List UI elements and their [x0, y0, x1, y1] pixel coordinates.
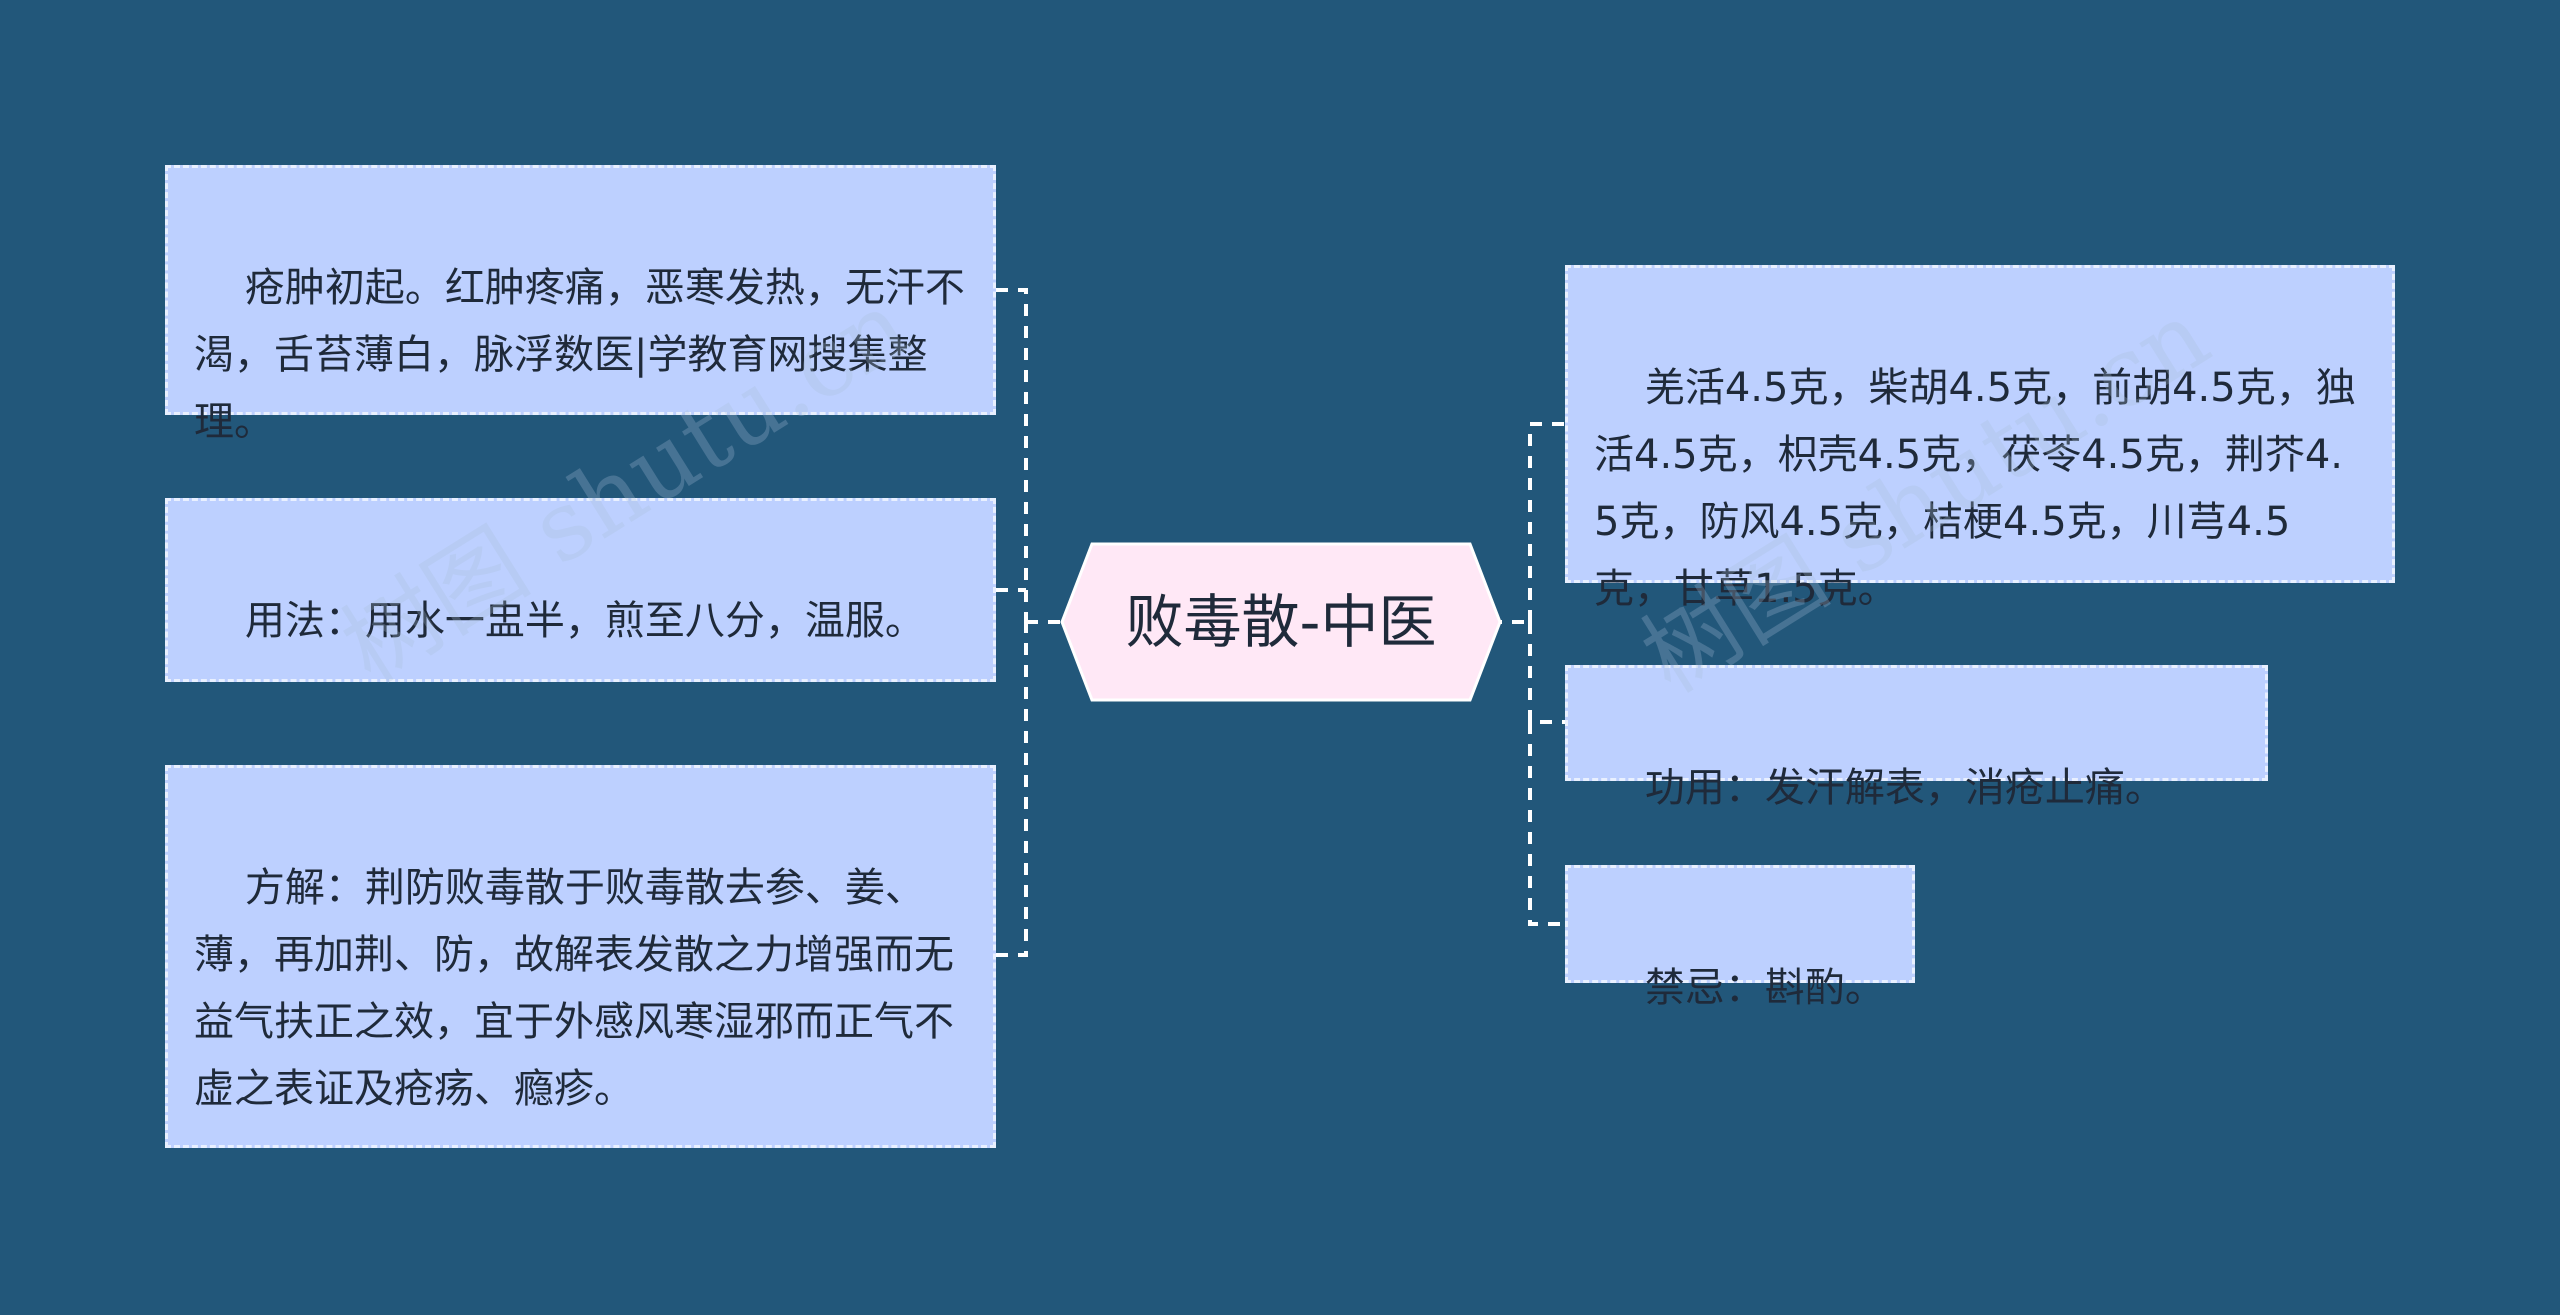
connector-left-node-1	[996, 288, 1028, 622]
left-node-formula-explanation[interactable]: 方解：荆防败毒散于败毒散去参、姜、薄，再加荆、防，故解表发散之力增强而无益气扶正…	[165, 765, 996, 1148]
left-node-symptoms[interactable]: 疮肿初起。红肿疼痛，恶寒发热，无汗不渴，舌苔薄白，脉浮数医|学教育网搜集整理。	[165, 165, 996, 445]
central-node-shape	[1060, 542, 1502, 702]
left-node-formula-explanation-text: 方解：荆防败毒散于败毒散去参、姜、薄，再加荆、防，故解表发散之力增强而无益气扶正…	[194, 865, 954, 1112]
right-node-ingredients-text: 羌活4.5克，柴胡4.5克，前胡4.5克，独活4.5克，枳壳4.5克，茯苓4.5…	[1594, 365, 2356, 612]
right-node-function-text: 功用：发汗解表，消疮止痛。	[1644, 765, 2165, 811]
right-node-contraindication-text: 禁忌：斟酌。	[1644, 965, 1885, 1011]
connector-right-node-3	[1528, 722, 1565, 926]
left-node-usage-text: 用法：用水一盅半，煎至八分，温服。	[244, 598, 925, 644]
connector-left-node-3	[996, 622, 1028, 957]
central-node-label: 败毒散-中医	[1126, 588, 1437, 656]
connector-right-node-1	[1528, 422, 1565, 622]
left-node-usage[interactable]: 用法：用水一盅半，煎至八分，温服。	[165, 498, 996, 682]
right-node-ingredients[interactable]: 羌活4.5克，柴胡4.5克，前胡4.5克，独活4.5克，枳壳4.5克，茯苓4.5…	[1565, 265, 2395, 612]
central-node[interactable]: 败毒散-中医	[1060, 542, 1502, 702]
right-node-function[interactable]: 功用：发汗解表，消疮止痛。	[1565, 665, 2268, 811]
right-node-contraindication[interactable]: 禁忌：斟酌。	[1565, 865, 1915, 1011]
left-node-symptoms-text: 疮肿初起。红肿疼痛，恶寒发热，无汗不渴，舌苔薄白，脉浮数医|学教育网搜集整理。	[194, 265, 965, 445]
connector-right-node-2	[1528, 622, 1565, 724]
